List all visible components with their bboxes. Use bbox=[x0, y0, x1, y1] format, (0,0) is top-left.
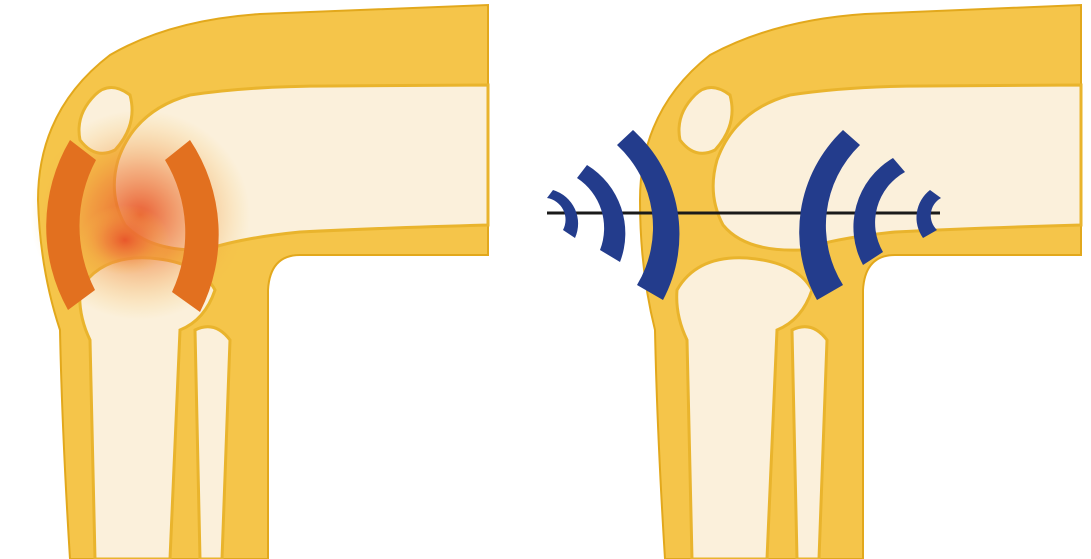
inflamed-knee-panel bbox=[0, 0, 545, 559]
inflammation-core bbox=[80, 205, 170, 275]
treated-knee-panel bbox=[545, 0, 1091, 559]
fibula-bone bbox=[195, 327, 230, 559]
inflamed-knee-illustration bbox=[0, 0, 545, 559]
fibula-bone bbox=[792, 327, 827, 559]
treated-knee-illustration bbox=[545, 0, 1091, 559]
